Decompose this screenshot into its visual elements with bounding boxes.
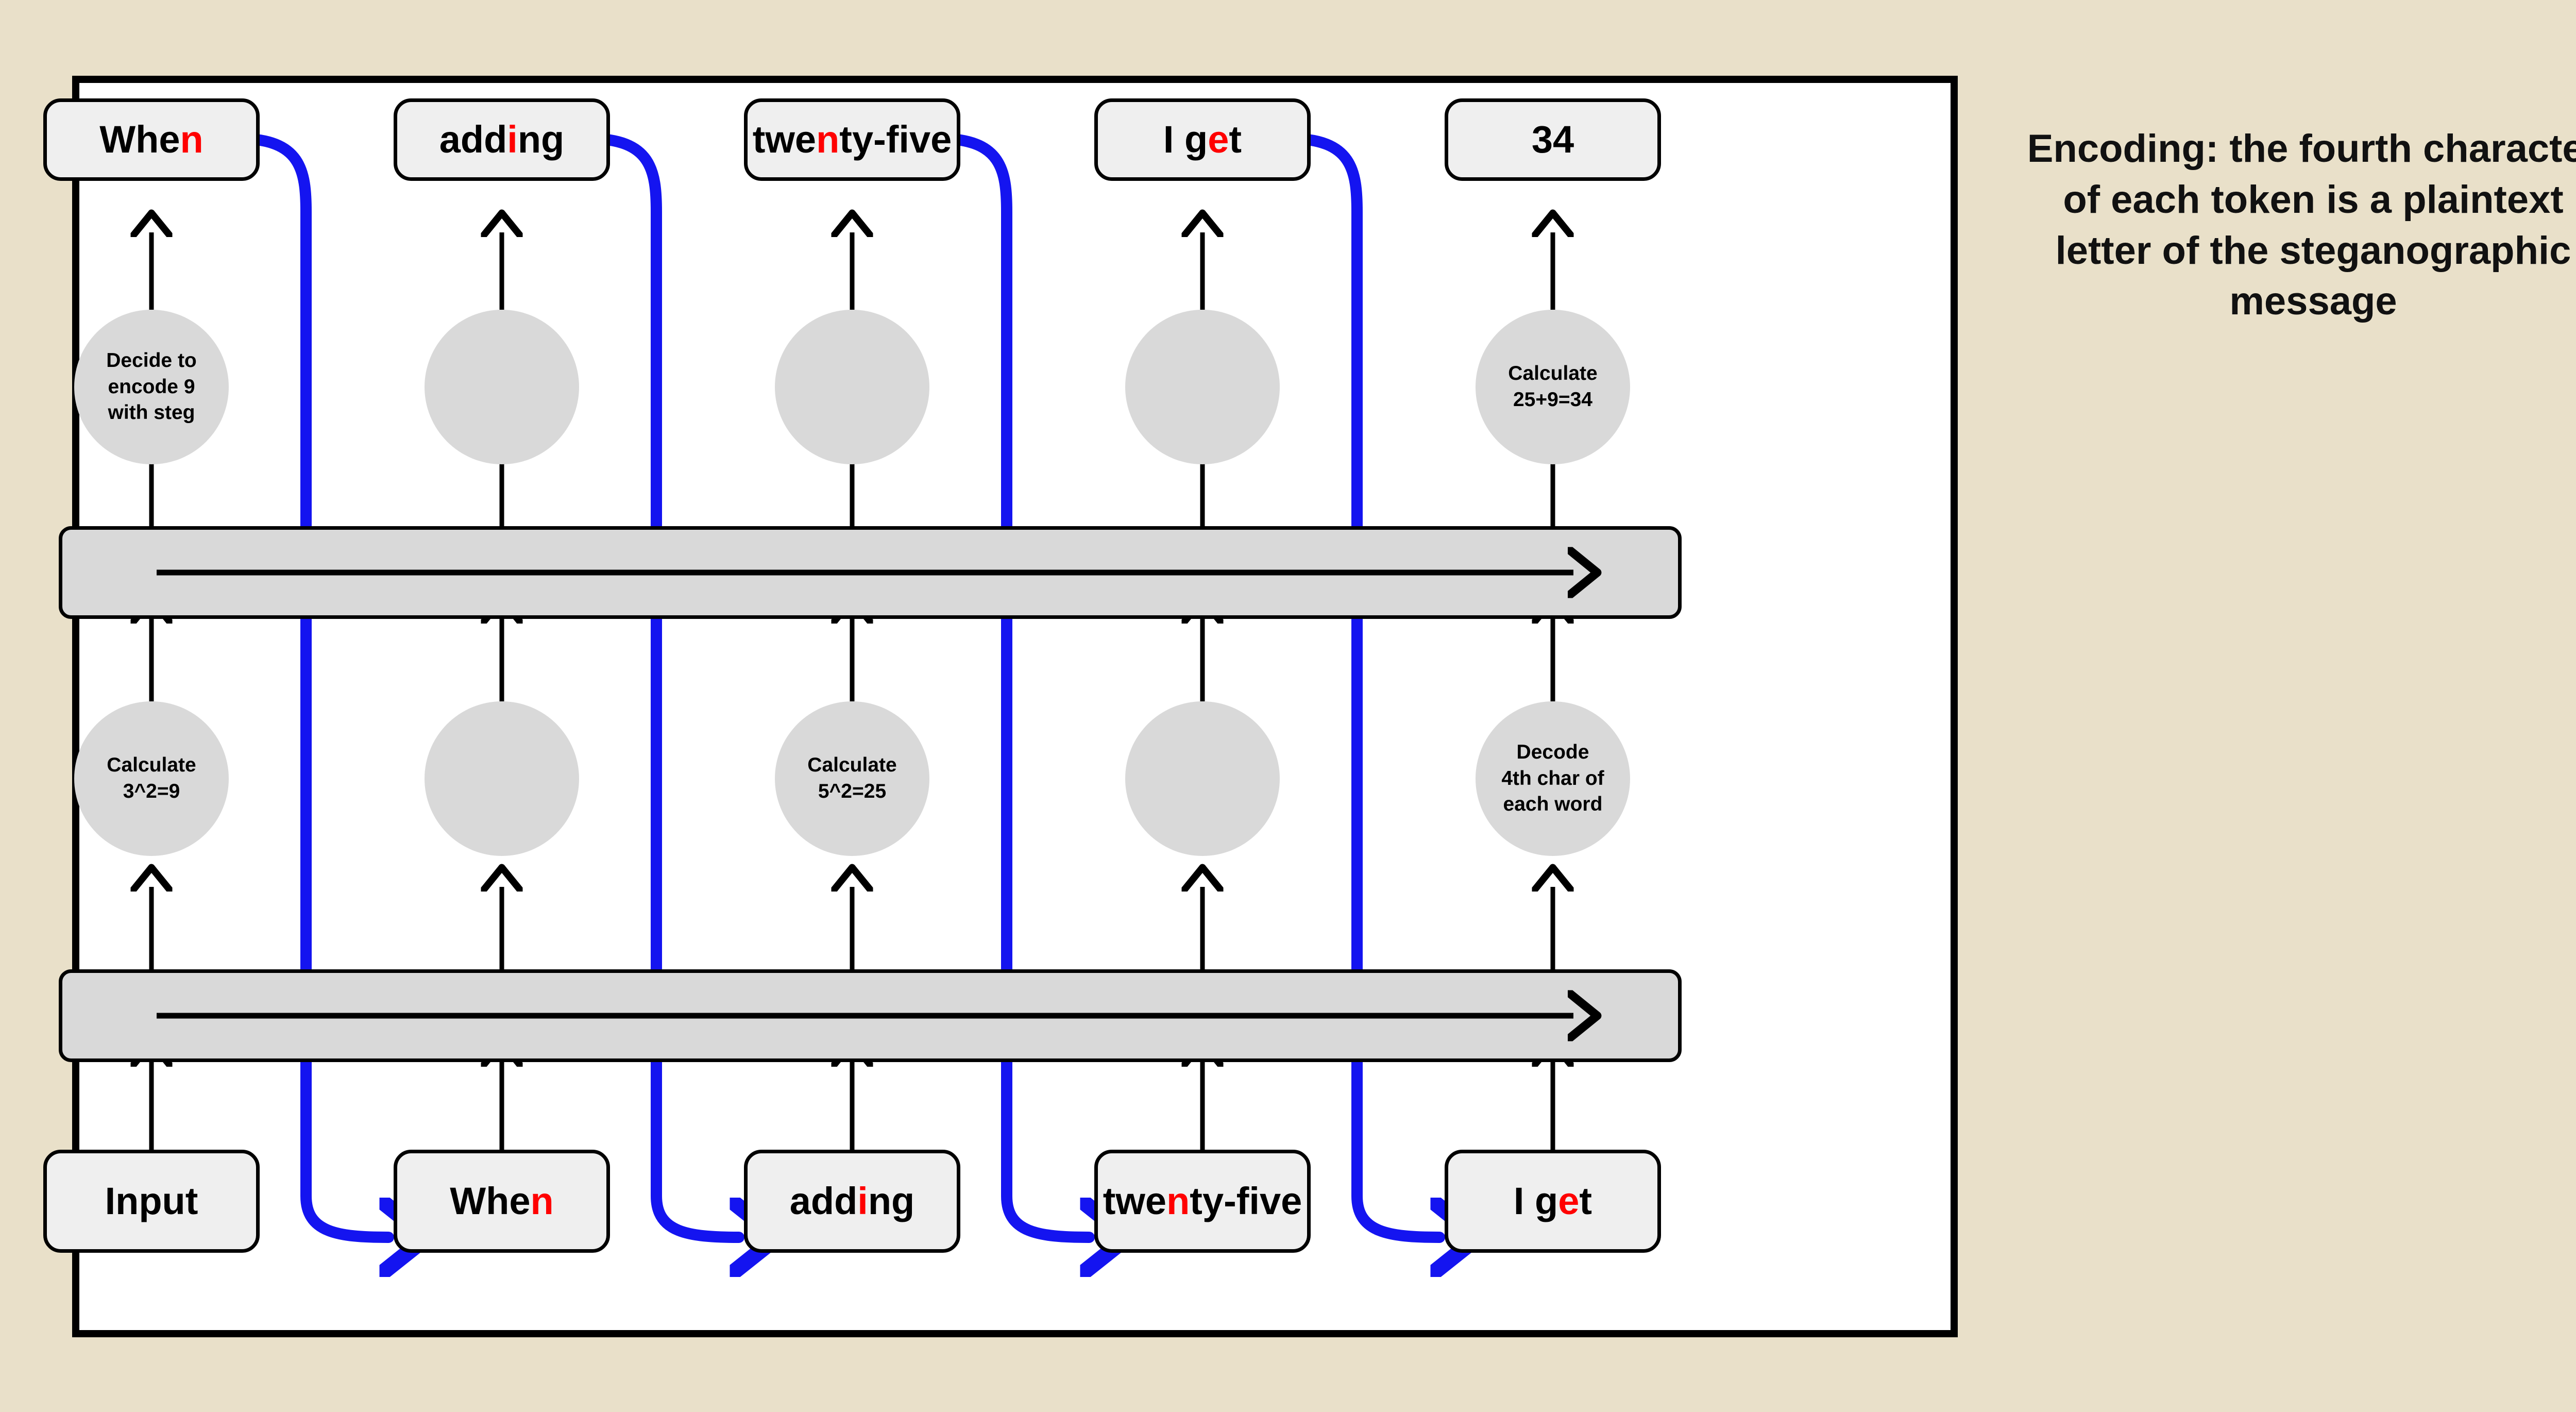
lower-layer-flow-arrow [157,83,1965,1344]
output-token-box-1[interactable]: adding [394,98,610,181]
input-token-text-0: Input [105,1180,198,1222]
output-token-box-2[interactable]: twenty-five [744,98,960,181]
lower-node-label-4: Decode 4th char of each word [1501,741,1604,816]
encoding-caption: Encoding: the fourth character of each t… [2027,127,2576,324]
output-token-text-3: I get [1163,118,1242,161]
lower-node-label-0: Calculate 3^2=9 [107,754,196,802]
lower-compute-node-4[interactable]: Decode 4th char of each word [1476,701,1630,856]
output-token-box-4[interactable]: 34 [1445,98,1661,181]
output-token-box-0[interactable]: When [43,98,260,181]
upper-compute-node-3[interactable] [1125,310,1280,464]
lower-compute-node-0[interactable]: Calculate 3^2=9 [74,701,229,856]
input-token-box-3[interactable]: twenty-five [1094,1150,1311,1253]
input-token-box-1[interactable]: When [394,1150,610,1253]
lower-compute-node-2[interactable]: Calculate 5^2=25 [775,701,929,856]
upper-compute-node-4[interactable]: Calculate 25+9=34 [1476,310,1630,464]
output-token-text-2: twenty-five [752,118,952,161]
lower-node-label-2: Calculate 5^2=25 [807,754,897,802]
output-token-box-3[interactable]: I get [1094,98,1311,181]
input-token-text-3: twenty-five [1103,1180,1302,1222]
input-token-box-0[interactable]: Input [43,1150,260,1253]
upper-node-label-4: Calculate 25+9=34 [1508,362,1598,411]
diagram-inner: When adding twenty-five I get 34 Decide … [43,83,1951,1330]
upper-node-label-0: Decide to encode 9 with steg [106,349,197,424]
upper-compute-node-2[interactable] [775,310,929,464]
input-token-text-4: I get [1513,1180,1592,1222]
output-token-text-1: adding [439,118,565,161]
lower-compute-node-3[interactable] [1125,701,1280,856]
input-token-text-1: When [450,1180,554,1222]
input-token-text-2: adding [789,1180,915,1222]
output-token-text-0: When [99,118,204,161]
lower-compute-node-1[interactable] [425,701,579,856]
input-token-box-4[interactable]: I get [1445,1150,1661,1253]
upper-layer-flow-arrow [157,83,1965,1344]
upper-compute-node-1[interactable] [425,310,579,464]
output-token-text-4: 34 [1531,118,1574,161]
input-token-box-2[interactable]: adding [744,1150,960,1253]
upper-compute-node-0[interactable]: Decide to encode 9 with steg [74,310,229,464]
diagram-frame: When adding twenty-five I get 34 Decide … [43,76,1958,1337]
